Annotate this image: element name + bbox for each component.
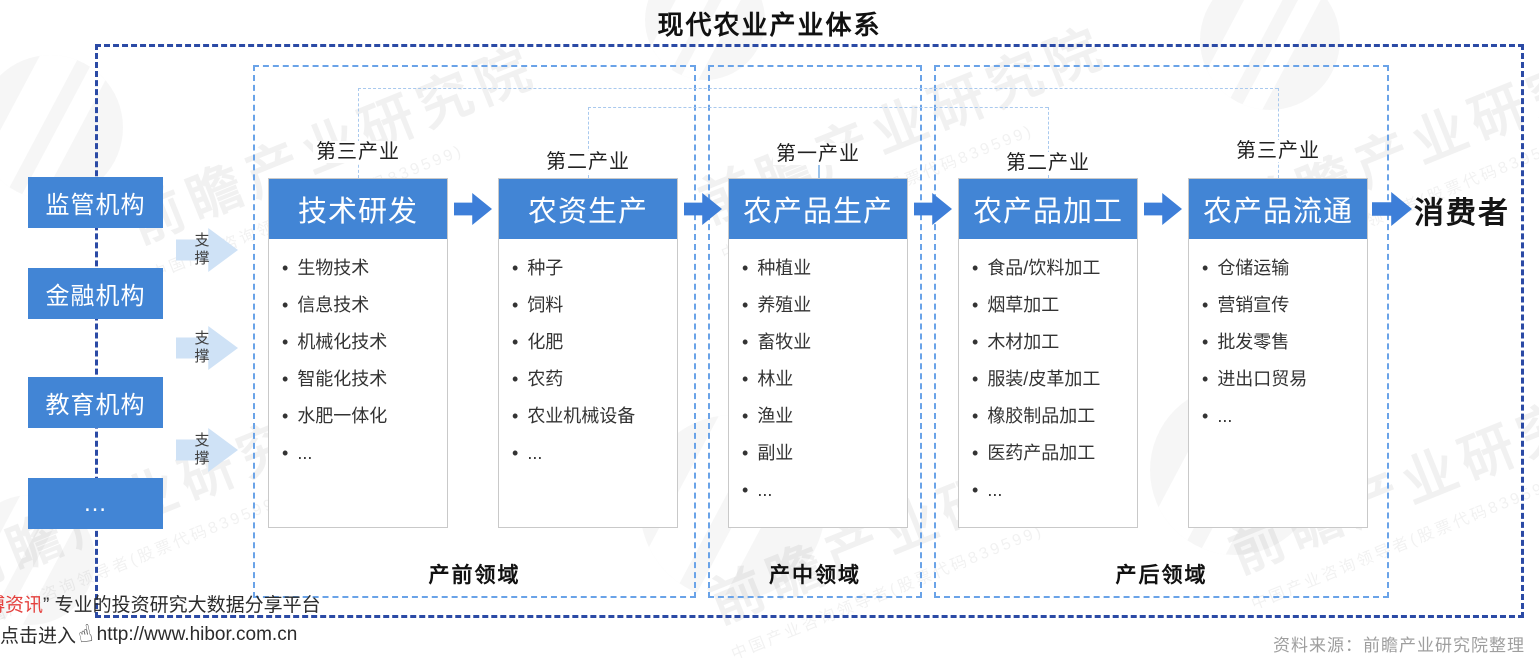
brand-tagline: 博资讯” 专业的投资研究大数据分享平台 — [0, 590, 321, 617]
list-item: 批发零售 — [1202, 324, 1361, 361]
column-header: 技术研发 — [269, 179, 447, 239]
list-item: 生物技术 — [282, 250, 441, 287]
list-item: 畜牧业 — [742, 324, 901, 361]
support-arrow: 支撑 — [176, 228, 238, 272]
list-item: 营销宣传 — [1202, 287, 1361, 324]
column-tech-rd: 技术研发 生物技术 信息技术 机械化技术 智能化技术 水肥一体化 ... — [268, 178, 448, 528]
column-item-list: 仓储运输 营销宣传 批发零售 进出口贸易 ... — [1189, 239, 1367, 435]
list-item: 渔业 — [742, 398, 901, 435]
sidebar-item-regulator: 监管机构 — [28, 177, 163, 228]
list-item: 木材加工 — [972, 324, 1131, 361]
sidebar-item-finance: 金融机构 — [28, 268, 163, 319]
zone-label-pre-production: 产前领域 — [428, 564, 521, 587]
click-enter-label: 点击进入 — [0, 626, 77, 647]
zone-label-mid-production: 产中领域 — [769, 564, 861, 587]
list-item: 林业 — [742, 361, 901, 398]
primary-industry-stub — [818, 160, 820, 178]
list-item: 农药 — [512, 361, 671, 398]
zone-box-mid-production — [708, 65, 922, 598]
system-boundary-box — [95, 44, 1524, 618]
industry-label-col1: 第三产业 — [268, 135, 448, 164]
column-header: 农资生产 — [499, 179, 677, 239]
zone-box-post-production — [934, 65, 1389, 598]
industry-label-col4: 第二产业 — [958, 146, 1138, 175]
list-item: 副业 — [742, 435, 901, 472]
brand-link-row: 点击进入 ☝ http://www.hibor.com.cn — [0, 620, 297, 649]
tertiary-industry-bracket-line — [358, 88, 1278, 89]
column-header: 农产品流通 — [1189, 179, 1367, 239]
list-item: ... — [1202, 398, 1361, 435]
brand-tagline-text: ” 专业的投资研究大数据分享平台 — [43, 595, 321, 616]
column-item-list: 种子 饲料 化肥 农药 农业机械设备 ... — [499, 239, 677, 472]
list-item: 农业机械设备 — [512, 398, 671, 435]
consumer-label: 消费者 — [1414, 197, 1510, 230]
sidebar-item-more: … — [28, 478, 163, 529]
list-item: 橡胶制品加工 — [972, 398, 1131, 435]
list-item: ... — [282, 435, 441, 472]
page-title: 现代农业产业体系 — [657, 10, 882, 40]
list-item: ... — [972, 472, 1131, 509]
data-source-note: 资料来源：前瞻产业研究院整理 — [1273, 636, 1525, 655]
list-item: 信息技术 — [282, 287, 441, 324]
list-item: 饲料 — [512, 287, 671, 324]
list-item: 种植业 — [742, 250, 901, 287]
industry-label-col5: 第三产业 — [1188, 134, 1368, 163]
column-item-list: 生物技术 信息技术 机械化技术 智能化技术 水肥一体化 ... — [269, 239, 447, 472]
list-item: ... — [512, 435, 671, 472]
list-item: 服装/皮革加工 — [972, 361, 1131, 398]
list-item: 食品/饮料加工 — [972, 250, 1131, 287]
secondary-industry-bracket-line — [588, 107, 1048, 108]
support-arrow-label: 支撑 — [194, 330, 210, 365]
zone-box-pre-production — [253, 65, 696, 598]
column-agri-materials: 农资生产 种子 饲料 化肥 农药 农业机械设备 ... — [498, 178, 678, 528]
industry-label-col2: 第二产业 — [498, 145, 678, 174]
list-item: ... — [742, 472, 901, 509]
list-item: 智能化技术 — [282, 361, 441, 398]
zone-label-post-production: 产后领域 — [1115, 564, 1208, 587]
column-agri-processing: 农产品加工 食品/饮料加工 烟草加工 木材加工 服装/皮革加工 橡胶制品加工 医… — [958, 178, 1138, 528]
pointing-hand-icon: ☝ — [75, 619, 96, 650]
list-item: 养殖业 — [742, 287, 901, 324]
list-item: 水肥一体化 — [282, 398, 441, 435]
sidebar-item-education: 教育机构 — [28, 377, 163, 428]
bracket-stub — [588, 107, 589, 178]
list-item: 机械化技术 — [282, 324, 441, 361]
column-agri-production: 农产品生产 种植业 养殖业 畜牧业 林业 渔业 副业 ... — [728, 178, 908, 528]
support-arrow-label: 支撑 — [194, 432, 210, 467]
list-item: 进出口贸易 — [1202, 361, 1361, 398]
list-item: 仓储运输 — [1202, 250, 1361, 287]
brand-name: 博资讯 — [0, 595, 44, 616]
list-item: 烟草加工 — [972, 287, 1131, 324]
column-header: 农产品加工 — [959, 179, 1137, 239]
bracket-stub — [358, 88, 359, 178]
column-item-list: 食品/饮料加工 烟草加工 木材加工 服装/皮革加工 橡胶制品加工 医药产品加工 … — [959, 239, 1137, 509]
bracket-stub — [1048, 107, 1049, 178]
support-arrow-label: 支撑 — [194, 232, 210, 267]
column-item-list: 种植业 养殖业 畜牧业 林业 渔业 副业 ... — [729, 239, 907, 509]
support-arrow: 支撑 — [176, 326, 238, 370]
support-arrow: 支撑 — [176, 428, 238, 472]
column-agri-distribution: 农产品流通 仓储运输 营销宣传 批发零售 进出口贸易 ... — [1188, 178, 1368, 528]
bracket-stub — [1278, 88, 1279, 178]
industry-label-col3: 第一产业 — [728, 137, 908, 166]
site-url-link[interactable]: http://www.hibor.com.cn — [96, 623, 298, 645]
list-item: 医药产品加工 — [972, 435, 1131, 472]
column-header: 农产品生产 — [729, 179, 907, 239]
list-item: 种子 — [512, 250, 671, 287]
list-item: 化肥 — [512, 324, 671, 361]
